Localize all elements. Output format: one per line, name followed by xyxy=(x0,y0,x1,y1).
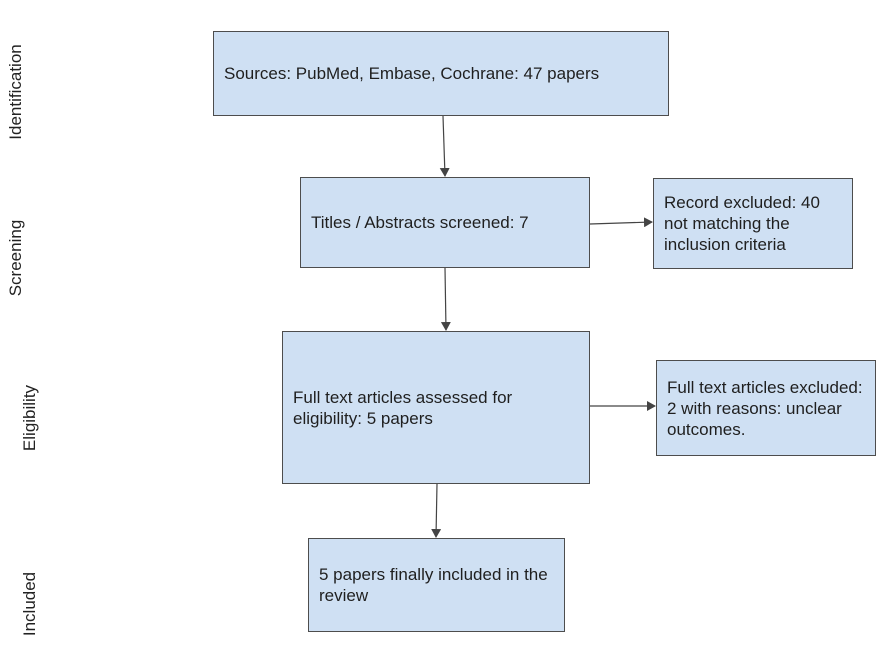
box-screened: Titles / Abstracts screened: 7 xyxy=(300,177,590,268)
box-full-text-assessed-text: Full text articles assessed for eligibil… xyxy=(293,387,513,428)
arrow-sources-to-screened xyxy=(439,115,450,177)
box-included: 5 papers finally included in the review xyxy=(308,538,565,632)
stage-label-identification: Identification xyxy=(6,44,25,140)
box-full-text-excluded-text: Full text articles excluded: 2 with reas… xyxy=(667,377,863,439)
box-records-excluded: Record excluded: 40 not matching the inc… xyxy=(653,178,853,269)
box-full-text-excluded: Full text articles excluded: 2 with reas… xyxy=(656,360,876,456)
box-sources-text: Sources: PubMed, Embase, Cochrane: 47 pa… xyxy=(224,64,600,83)
box-records-excluded-text: Record excluded: 40 not matching the inc… xyxy=(664,193,820,254)
box-full-text-assessed: Full text articles assessed for eligibil… xyxy=(282,331,590,484)
box-screened-text: Titles / Abstracts screened: 7 xyxy=(311,213,529,232)
stage-label-included: Included xyxy=(20,571,39,637)
stage-label-eligibility: Eligibility xyxy=(20,384,39,452)
box-included-text: 5 papers finally included in the review xyxy=(319,565,548,605)
box-sources: Sources: PubMed, Embase, Cochrane: 47 pa… xyxy=(213,31,669,116)
stage-label-screening: Screening xyxy=(6,219,25,297)
arrow-assessed-to-included xyxy=(431,483,442,538)
arrow-screened-to-assessed xyxy=(440,267,451,331)
arrow-screened-to-excluded xyxy=(589,217,653,228)
